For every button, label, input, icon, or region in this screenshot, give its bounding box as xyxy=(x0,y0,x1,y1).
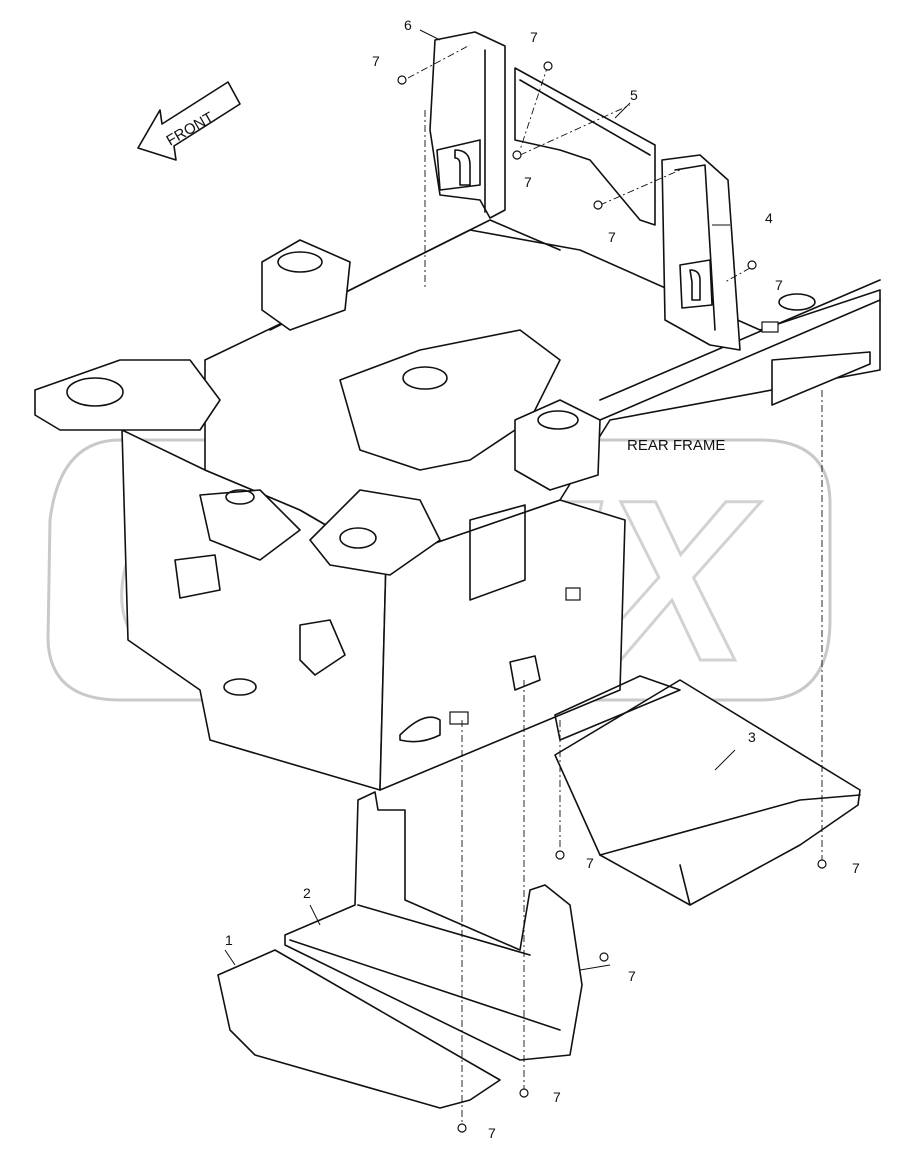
front-label: FRONT xyxy=(164,109,217,150)
callout-1: 1 xyxy=(225,932,233,948)
leader-lines xyxy=(224,29,823,1125)
bolt-icon xyxy=(519,1088,529,1098)
part-1-guard xyxy=(217,949,501,1109)
part-3-guard xyxy=(554,675,861,906)
callout-7: 7 xyxy=(530,29,538,45)
bolt-icon xyxy=(747,260,757,270)
fasteners xyxy=(397,61,827,1133)
callout-7: 7 xyxy=(628,968,636,984)
part-6-panel xyxy=(429,31,506,219)
callout-4: 4 xyxy=(765,210,773,226)
callout-7: 7 xyxy=(372,53,380,69)
callout-7: 7 xyxy=(852,860,860,876)
bolt-icon xyxy=(593,200,603,210)
bolt-icon xyxy=(512,150,522,160)
bolt-icon xyxy=(599,952,609,962)
callout-7: 7 xyxy=(586,855,594,871)
callout-3: 3 xyxy=(748,729,756,745)
callout-5: 5 xyxy=(630,87,638,103)
bolt-icon xyxy=(817,859,827,869)
bolt-icon xyxy=(397,75,407,85)
bolt-icon xyxy=(457,1123,467,1133)
rear-frame-label: REAR FRAME xyxy=(627,437,725,454)
callout-7: 7 xyxy=(608,229,616,245)
bolt-icon xyxy=(555,850,565,860)
callouts: 1 2 3 4 5 6 7 7 7 7 7 7 7 7 7 7 xyxy=(225,17,860,1141)
callout-7: 7 xyxy=(775,277,783,293)
part-2-guard xyxy=(284,791,583,1061)
callout-7: 7 xyxy=(553,1089,561,1105)
part-4-panel xyxy=(661,154,741,351)
callout-7: 7 xyxy=(488,1125,496,1141)
bolt-icon xyxy=(543,61,553,71)
callout-6: 6 xyxy=(404,17,412,33)
callout-2: 2 xyxy=(303,885,311,901)
front-arrow: FRONT xyxy=(137,81,241,161)
callout-7: 7 xyxy=(524,174,532,190)
